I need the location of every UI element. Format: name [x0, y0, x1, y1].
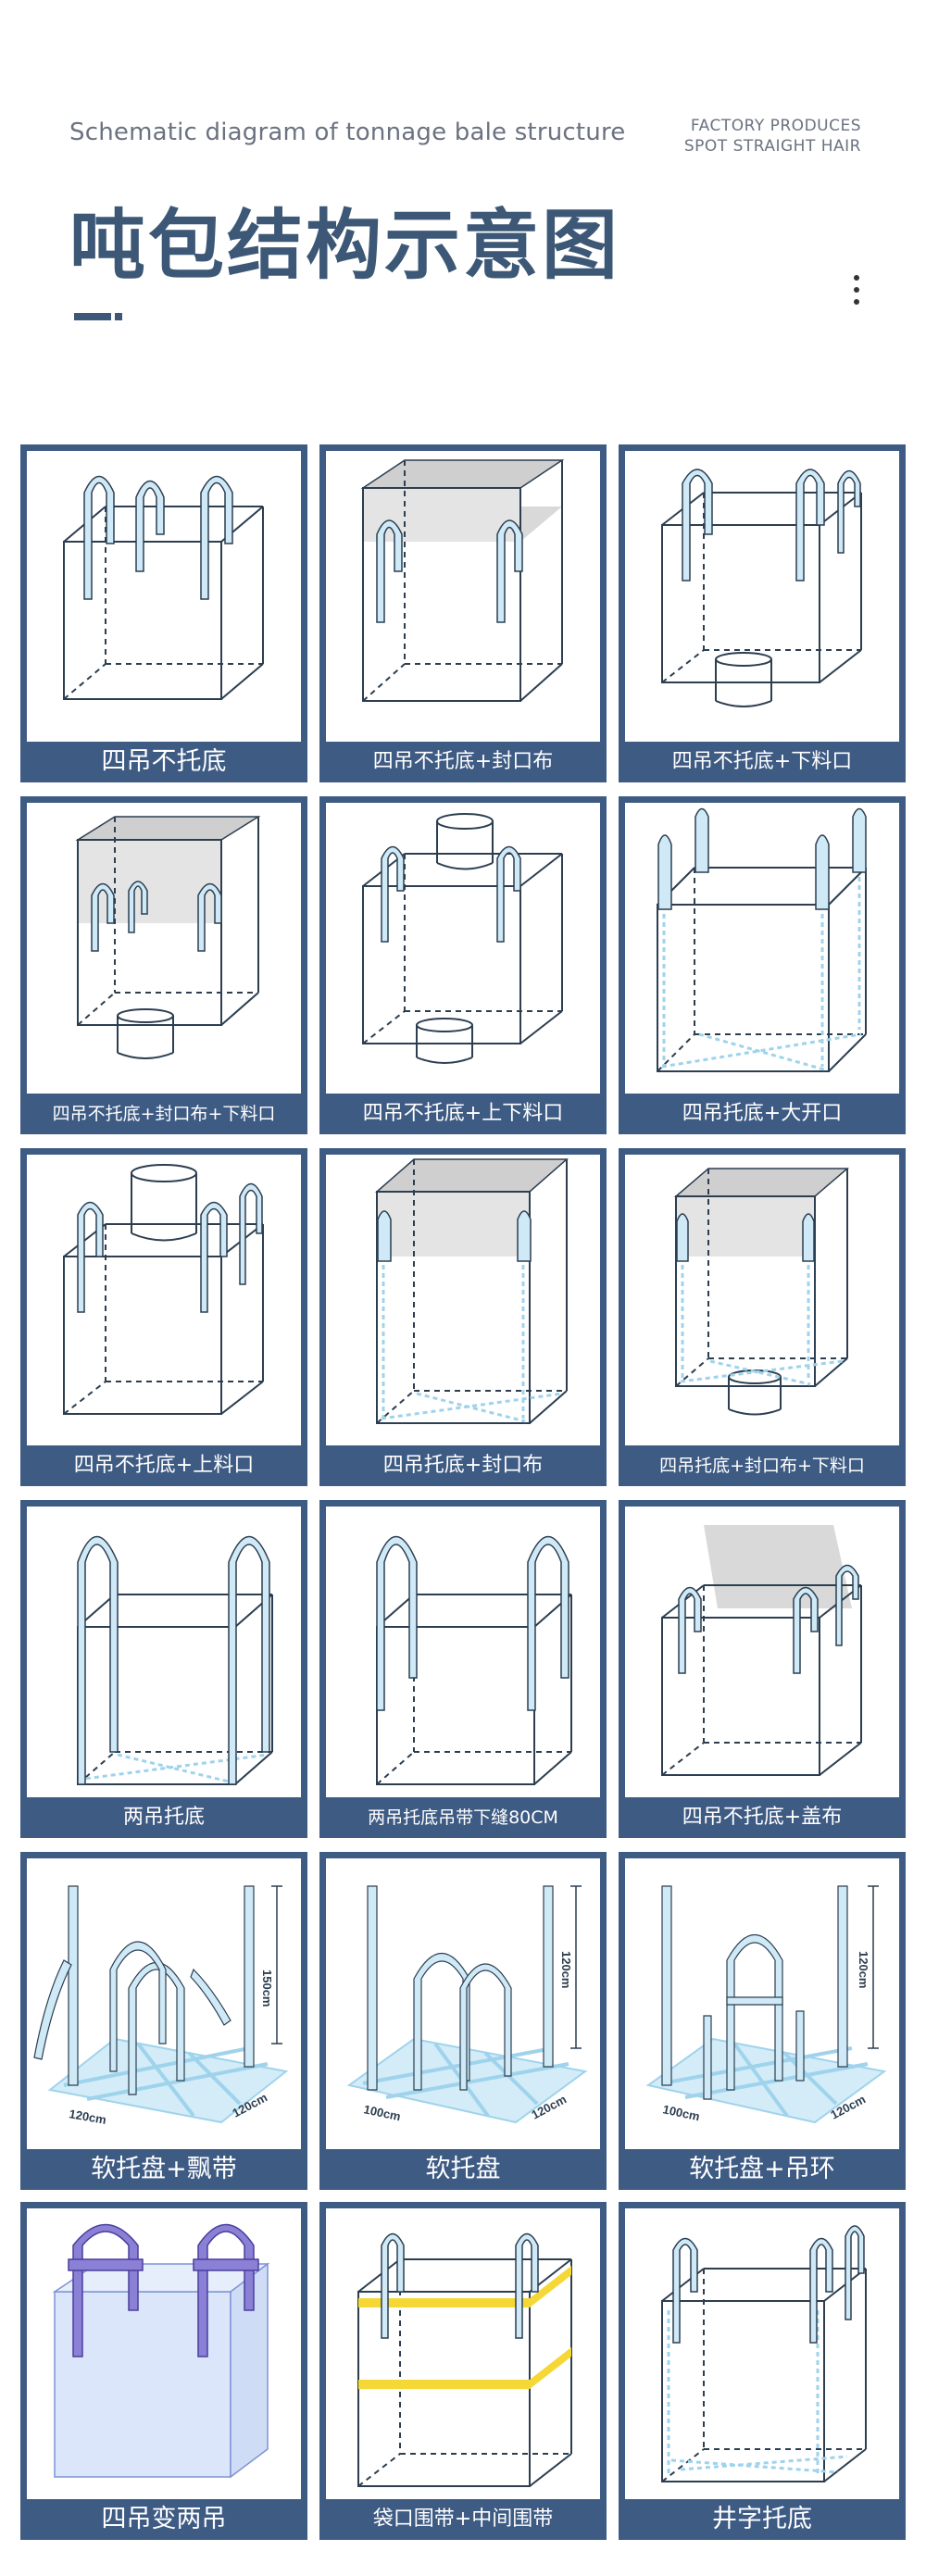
more-options-icon[interactable] [852, 275, 861, 311]
bag-card-14: 120cm 100cm 120cm 软托盘 [319, 1852, 607, 2190]
bag-card-9: 四吊托底+封口布+下料口 [619, 1148, 906, 1486]
bag-diagram-17 [357, 2232, 572, 2487]
title-accent-bar [74, 313, 111, 320]
bag-diagram-6 [657, 807, 867, 1072]
bag-diagram-3 [661, 469, 862, 707]
bag-diagram-8 [375, 1158, 569, 1424]
bag-diagram-11 [376, 1535, 572, 1785]
bag-card-13: 150cm 120cm 120cm 软托盘+飘带 [20, 1852, 307, 2190]
bag-diagram-18 [661, 2225, 867, 2482]
bag-label: 两吊托底 [122, 1806, 205, 1829]
bag-card-2: 四吊不托底+封口布 [319, 444, 607, 782]
width-dimension: 100cm [362, 2102, 402, 2123]
bag-label: 四吊不托底+盖布 [682, 1806, 843, 1829]
bag-card-12: 四吊不托底+盖布 [619, 1500, 906, 1838]
bag-diagram-1 [63, 475, 264, 700]
bag-label: 四吊不托底+封口布 [372, 750, 554, 773]
bag-card-10: 两吊托底 [20, 1500, 307, 1838]
header-tagline: FACTORY PRODUCES SPOT STRAIGHT HAIR [639, 116, 861, 156]
bag-label: 四吊托底+封口布 [382, 1454, 544, 1477]
bag-card-1: 四吊不托底 [20, 444, 307, 782]
title-accent-dot [115, 313, 122, 320]
bag-label: 软托盘+飘带 [91, 2155, 237, 2183]
bag-card-17: 袋口围带+中间围带 [319, 2202, 607, 2540]
bag-label: 四吊不托底+上下料口 [362, 1102, 564, 1125]
bag-label: 井字托底 [712, 2505, 812, 2533]
bag-label: 四吊托底+大开口 [682, 1102, 843, 1125]
tagline-line-1: FACTORY PRODUCES [690, 117, 861, 135]
bag-diagram-10 [77, 1535, 273, 1785]
bag-label: 四吊变两吊 [101, 2505, 227, 2533]
bag-label: 软托盘 [425, 2155, 501, 2183]
bag-card-5: 四吊不托底+上下料口 [319, 796, 607, 1134]
bag-label: 软托盘+吊环 [689, 2155, 835, 2183]
height-dimension: 150cm [260, 1970, 274, 2007]
bag-card-18: 井字托底 [619, 2202, 906, 2540]
tagline-line-2: SPOT STRAIGHT HAIR [683, 137, 861, 156]
bag-diagram-7 [63, 1164, 264, 1415]
bag-label: 四吊不托底 [101, 747, 227, 776]
bag-card-4: 四吊不托底+封口布+下料口 [20, 796, 307, 1134]
bag-diagram-4 [75, 816, 261, 1059]
bag-card-16: 四吊变两吊 [20, 2202, 307, 2540]
height-dimension: 120cm [857, 1951, 870, 1988]
page-title: 吨包结构示意图 [69, 202, 621, 290]
height-dimension: 120cm [559, 1951, 573, 1988]
bag-diagram-16 [52, 2223, 270, 2479]
bag-diagram-5 [362, 813, 563, 1064]
width-dimension: 120cm [68, 2107, 106, 2127]
width-dimension: 100cm [661, 2102, 701, 2123]
bag-card-15: 120cm 100cm 120cm 软托盘+吊环 [619, 1852, 906, 2190]
bag-diagram-15: 120cm 100cm 120cm [645, 1885, 887, 2123]
bag-diagram-13: 150cm 120cm 120cm [33, 1885, 289, 2127]
bag-label: 四吊不托底+上料口 [73, 1454, 255, 1477]
bag-label: 两吊托底吊带下缝80CM [368, 1807, 558, 1828]
bag-label: 四吊不托底+下料口 [671, 750, 853, 773]
bag-label: 四吊托底+封口布+下料口 [659, 1456, 865, 1476]
bag-card-6: 四吊托底+大开口 [619, 796, 906, 1134]
bag-card-3: 四吊不托底+下料口 [619, 444, 906, 782]
bag-diagram-12 [661, 1525, 862, 1776]
bag-diagram-14: 120cm 100cm 120cm [346, 1885, 588, 2123]
bag-diagram-9 [673, 1168, 850, 1416]
bag-card-11: 两吊托底吊带下缝80CM [319, 1500, 607, 1838]
bag-card-8: 四吊托底+封口布 [319, 1148, 607, 1486]
bag-diagram-2 [360, 459, 565, 702]
header-subtitle: Schematic diagram of tonnage bale struct… [69, 119, 626, 146]
bag-label: 四吊不托底+封口布+下料口 [52, 1104, 276, 1124]
bag-label: 袋口围带+中间围带 [372, 2507, 554, 2531]
bag-card-7: 四吊不托底+上料口 [20, 1148, 307, 1486]
